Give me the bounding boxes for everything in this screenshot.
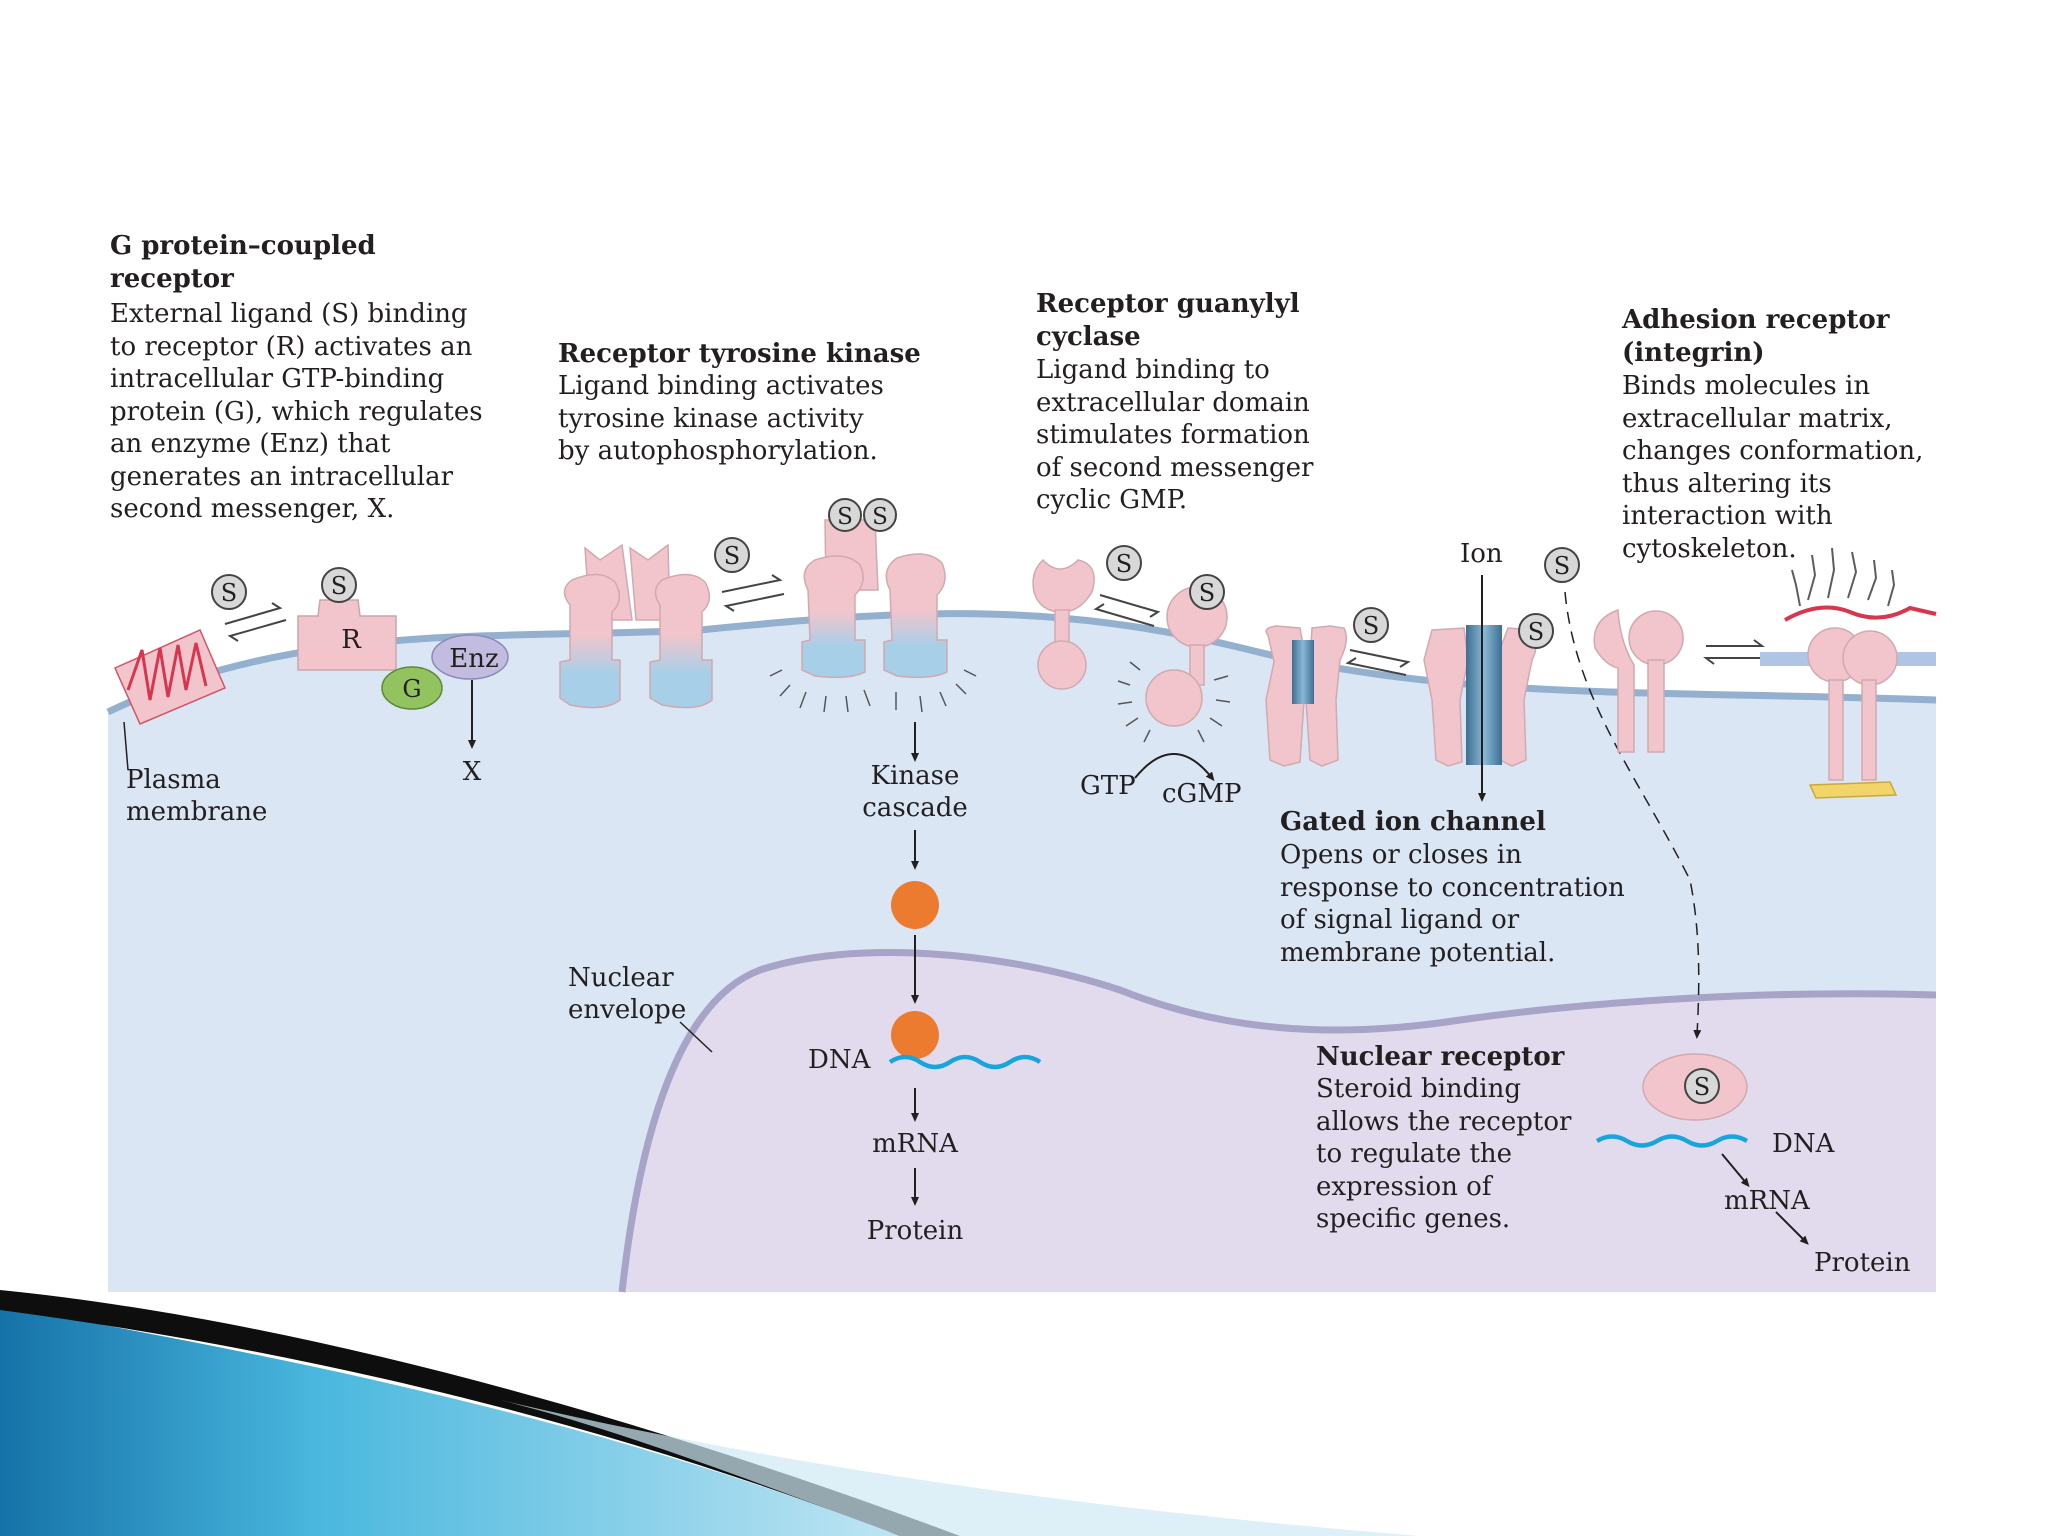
ligand-s-5	[863, 498, 897, 532]
gtp-label: GTP	[1080, 771, 1136, 801]
protein-label-2: Protein	[1814, 1248, 1911, 1278]
svg-text:S: S	[1554, 552, 1570, 580]
integrin-title: Adhesion receptor (integrin)	[1622, 305, 1890, 368]
steroid-path	[1564, 591, 1702, 1039]
ligand-s-1	[211, 574, 247, 610]
ligand-s-6	[1106, 545, 1142, 581]
receptor-label: R	[341, 625, 362, 655]
kinase-2	[891, 1011, 939, 1059]
equilibrium-arrows-rtk	[721, 574, 785, 612]
guanylyl-activity-burst	[1117, 661, 1231, 743]
dna-label-2: DNA	[1772, 1129, 1835, 1159]
equilibrium-arrows-gpcr	[224, 602, 287, 642]
svg-text:Enz: Enz	[449, 644, 498, 674]
rtk-title: Receptor tyrosine kinase	[558, 339, 921, 369]
second-messenger-x: X	[463, 757, 482, 787]
guanylyl-description: Ligand binding to extracellular domain s…	[1036, 355, 1314, 515]
integrin-inactive	[1593, 608, 1684, 753]
kinase-cascade-label: Kinase cascade	[862, 761, 968, 823]
ligand-s-11	[1684, 1068, 1720, 1104]
nucleus	[622, 952, 1936, 1292]
kinase-1	[891, 881, 939, 929]
arrow-mrna-protein-2	[1775, 1211, 1809, 1245]
ion-channel-open	[1423, 625, 1537, 767]
nuclear-envelope-label: Nuclear envelope	[568, 963, 687, 1025]
svg-text:S: S	[221, 579, 237, 607]
guanylyl-title: Receptor guanylyl cyclase	[1036, 289, 1300, 352]
ion-channel-title: Gated ion channel	[1280, 807, 1546, 837]
ligand-s-7	[1189, 574, 1225, 610]
rtk-activity-burst	[769, 669, 977, 713]
gpcr-title: G protein–coupled receptor	[110, 231, 376, 294]
equilibrium-arrows-guanylyl	[1093, 594, 1161, 627]
svg-text:G: G	[402, 675, 421, 703]
g-protein	[381, 666, 443, 710]
ligand-s-4	[828, 498, 862, 532]
svg-text:S: S	[331, 572, 347, 600]
rtk-inactive	[559, 543, 713, 709]
svg-text:S: S	[1528, 618, 1544, 646]
ligand-s-8	[1353, 607, 1389, 643]
ion-channel-description: Opens or closes in response to concentra…	[1280, 840, 1625, 968]
rtk-description: Ligand binding activates tyrosine kinase…	[558, 371, 884, 466]
ion-label: Ion	[1460, 539, 1503, 569]
svg-text:S: S	[1116, 550, 1132, 578]
mrna-label-1: mRNA	[872, 1129, 958, 1159]
gpcr-description: External ligand (S) binding to receptor …	[110, 299, 483, 524]
rtk-active	[801, 519, 948, 679]
nuclear-envelope	[618, 949, 1937, 1293]
svg-text:S: S	[837, 504, 853, 530]
gpcr-receptor-inactive	[114, 629, 226, 725]
integrin-description: Binds molecules in extracellular matrix,…	[1622, 371, 1924, 564]
plasma-membrane	[106, 610, 1937, 716]
ion-channel-closed	[1265, 625, 1347, 767]
ligand-s-2	[321, 567, 357, 603]
slide-swoosh-blue	[0, 1306, 900, 1536]
ligand-s-10	[1544, 547, 1580, 583]
nuclear-receptor-title: Nuclear receptor	[1316, 1042, 1565, 1072]
plasma-membrane-pointer	[123, 721, 129, 771]
integrin-active	[1760, 547, 1937, 799]
dna-strand-1	[888, 1054, 1042, 1070]
equilibrium-arrows-integrin	[1703, 639, 1765, 665]
slide-swoosh-light	[500, 1400, 1420, 1536]
svg-text:S: S	[1199, 579, 1215, 607]
svg-text:S: S	[724, 542, 740, 570]
ligand-s-9	[1518, 613, 1554, 649]
arrow-dna-mrna-2	[1721, 1153, 1750, 1188]
ligand-s-3	[714, 537, 750, 573]
cgmp-label: cGMP	[1162, 779, 1242, 809]
gpcr-receptor-active	[297, 599, 397, 671]
equilibrium-arrows-ion	[1345, 649, 1411, 676]
guanylyl-receptor-inactive	[1032, 558, 1095, 690]
svg-text:S: S	[872, 504, 888, 530]
nuclear-receptor-description: Steroid binding allows the receptor to r…	[1316, 1074, 1572, 1234]
dna-label-1: DNA	[808, 1045, 871, 1075]
plasma-membrane-label: Plasma membrane	[126, 765, 268, 827]
nuclear-envelope-pointer	[679, 1021, 713, 1053]
mrna-label-2: mRNA	[1724, 1186, 1810, 1216]
dna-strand-2	[1595, 1134, 1749, 1148]
svg-text:S: S	[1694, 1073, 1710, 1101]
gtp-to-cgmp-arrow	[1134, 753, 1215, 782]
protein-label-1: Protein	[866, 1216, 964, 1246]
enzyme	[431, 634, 509, 680]
svg-text:S: S	[1363, 612, 1379, 640]
